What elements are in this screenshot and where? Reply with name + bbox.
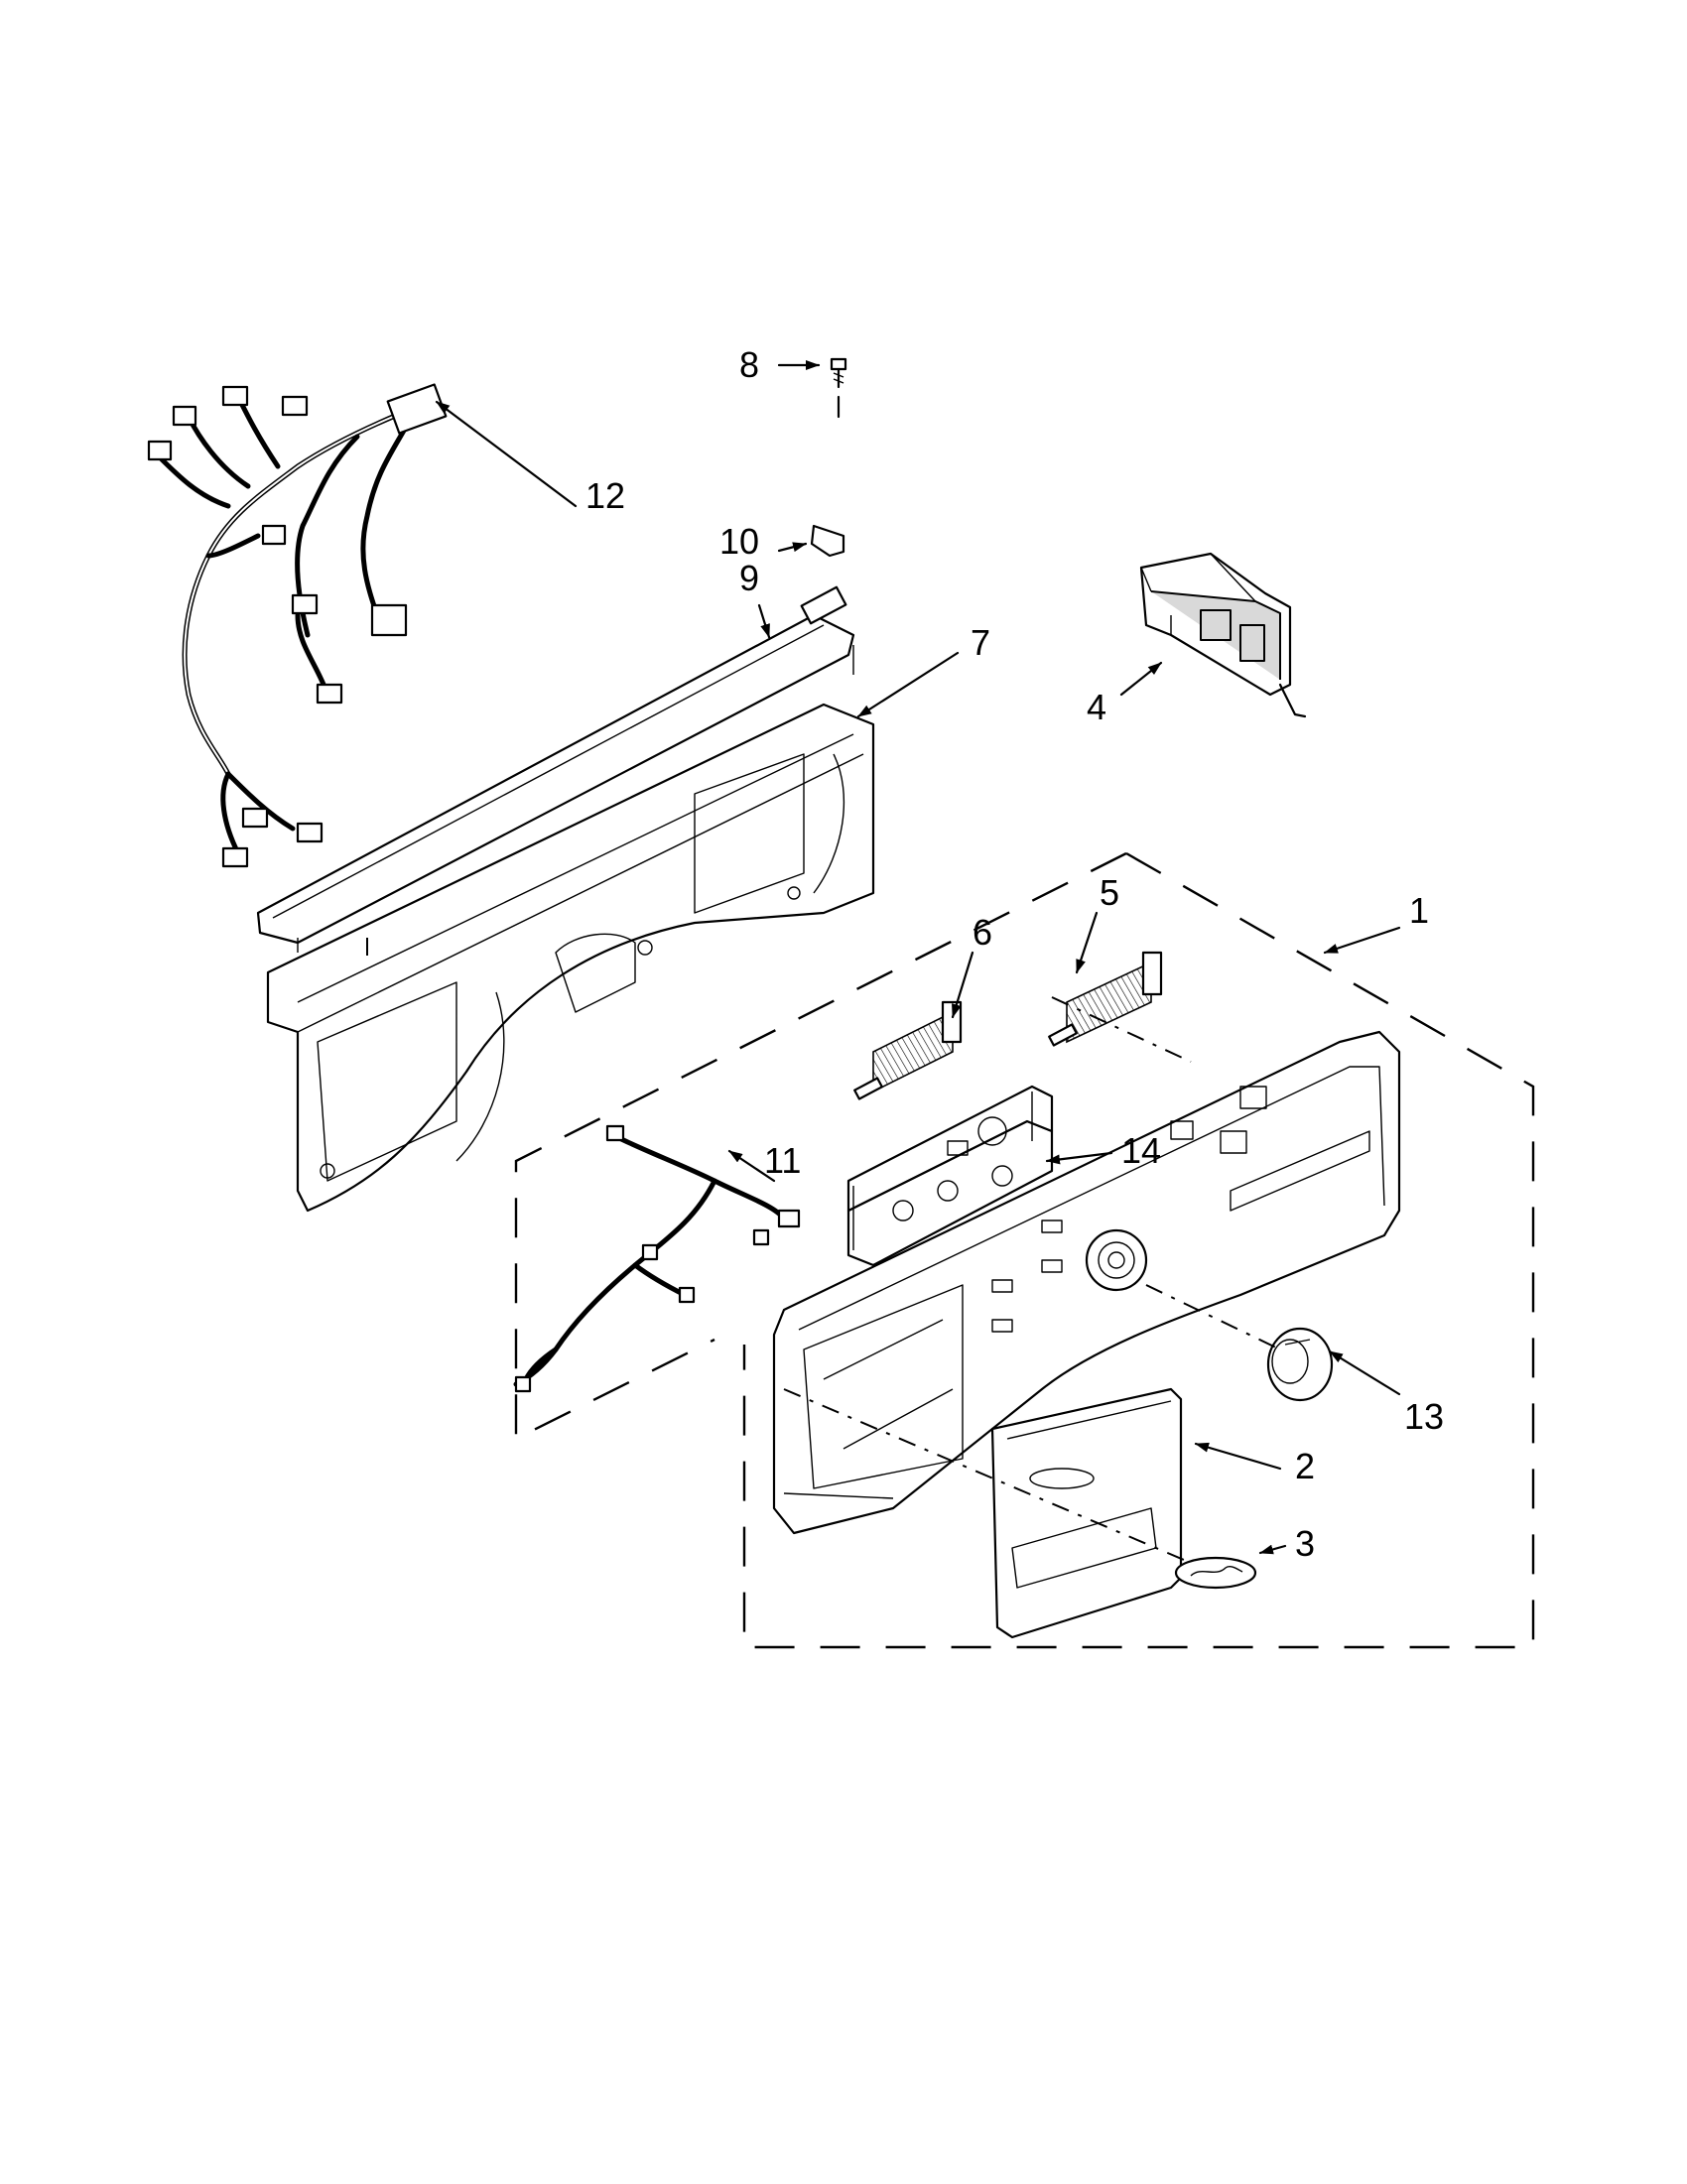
callout-labels: 12 8 10 9 7 4 5 6 1 14 11 13 2 3 bbox=[585, 344, 1444, 1564]
callout-14: 14 bbox=[1121, 1130, 1161, 1171]
console-back-bracket bbox=[266, 703, 875, 1213]
knob bbox=[1266, 1327, 1334, 1402]
callout-4: 4 bbox=[1087, 687, 1106, 727]
callout-10: 10 bbox=[719, 521, 759, 562]
callout-1: 1 bbox=[1409, 890, 1429, 931]
callout-11: 11 bbox=[764, 1140, 801, 1181]
callout-13: 13 bbox=[1404, 1396, 1444, 1437]
clip bbox=[810, 524, 845, 558]
callout-7: 7 bbox=[971, 622, 990, 663]
console-wire-harness bbox=[513, 1124, 801, 1393]
screw bbox=[830, 357, 847, 419]
callout-6: 6 bbox=[973, 912, 992, 953]
wire-harness bbox=[147, 383, 448, 868]
logo-badge bbox=[1174, 1556, 1257, 1590]
user-interface-board bbox=[846, 1085, 1054, 1267]
callout-8: 8 bbox=[739, 344, 759, 385]
assembly-boundary bbox=[514, 851, 1535, 1649]
electronic-control-module bbox=[1139, 552, 1307, 718]
callout-9: 9 bbox=[739, 558, 759, 598]
alignment-lines bbox=[366, 938, 1281, 1564]
callout-3: 3 bbox=[1295, 1523, 1315, 1564]
leader-arrows bbox=[435, 360, 1401, 1555]
callout-12: 12 bbox=[585, 475, 625, 516]
dispenser-handle bbox=[990, 1387, 1183, 1639]
top-rail-bracket bbox=[256, 585, 855, 953]
callout-2: 2 bbox=[1295, 1446, 1315, 1486]
ribbon-cable-5 bbox=[1048, 951, 1163, 1047]
callout-5: 5 bbox=[1100, 872, 1119, 913]
ribbon-cable-6 bbox=[853, 1000, 963, 1100]
console-panel bbox=[772, 1030, 1401, 1535]
